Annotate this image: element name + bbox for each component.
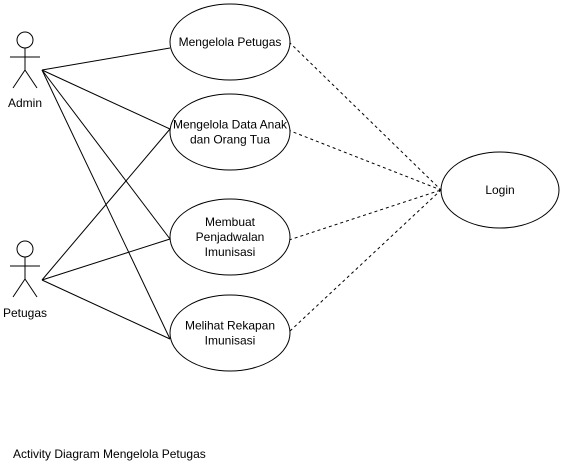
association-admin-uc1 bbox=[41, 47, 171, 71]
actor-label: Admin bbox=[8, 96, 42, 110]
use-case-label: Membuat bbox=[205, 215, 256, 229]
use-case-login[interactable]: Login bbox=[440, 151, 560, 229]
use-case-ellipse bbox=[440, 151, 560, 229]
association-admin-uc2 bbox=[41, 69, 171, 130]
diagram-caption: Activity Diagram Mengelola Petugas bbox=[13, 447, 206, 461]
association-petugas-uc2 bbox=[41, 128, 171, 281]
association-petugas-uc3 bbox=[41, 238, 171, 281]
use-case-label: Penjadwalan bbox=[196, 230, 265, 244]
use-case-label: Mengelola Petugas bbox=[179, 35, 282, 49]
use-case-label: Imunisasi bbox=[205, 245, 256, 259]
association-admin-uc3 bbox=[41, 69, 171, 240]
actor-left-leg bbox=[12, 278, 26, 298]
association-petugas-uc4 bbox=[41, 279, 171, 340]
use-case-ellipse bbox=[169, 294, 291, 372]
use-case-label: Imunisasi bbox=[205, 334, 256, 348]
actor-admin[interactable]: Admin bbox=[8, 31, 42, 110]
dependency-uc1-login bbox=[288, 41, 442, 191]
use-case-label: Melihat Rekapan bbox=[185, 319, 275, 333]
actor-head bbox=[16, 31, 34, 49]
use-case-ellipse bbox=[169, 93, 291, 171]
actor-right-leg bbox=[24, 69, 38, 89]
dependency-uc2-login bbox=[287, 129, 442, 191]
use-case-ellipse bbox=[169, 3, 291, 81]
use-case-uc1[interactable]: Mengelola Petugas bbox=[169, 3, 291, 81]
actor-left-leg bbox=[12, 69, 26, 89]
dependency-uc3-login bbox=[288, 189, 442, 241]
actor-right-leg bbox=[24, 278, 38, 298]
use-case-label: Login bbox=[485, 183, 514, 197]
use-case-label: dan Orang Tua bbox=[190, 133, 270, 147]
actor-label: Petugas bbox=[3, 306, 47, 320]
use-case-ellipse bbox=[169, 198, 291, 276]
actor-head bbox=[16, 240, 34, 258]
dependency-uc4-login bbox=[289, 189, 442, 332]
use-case-label: Mengelola Data Anak bbox=[173, 118, 288, 132]
actor-petugas[interactable]: Petugas bbox=[3, 240, 47, 320]
